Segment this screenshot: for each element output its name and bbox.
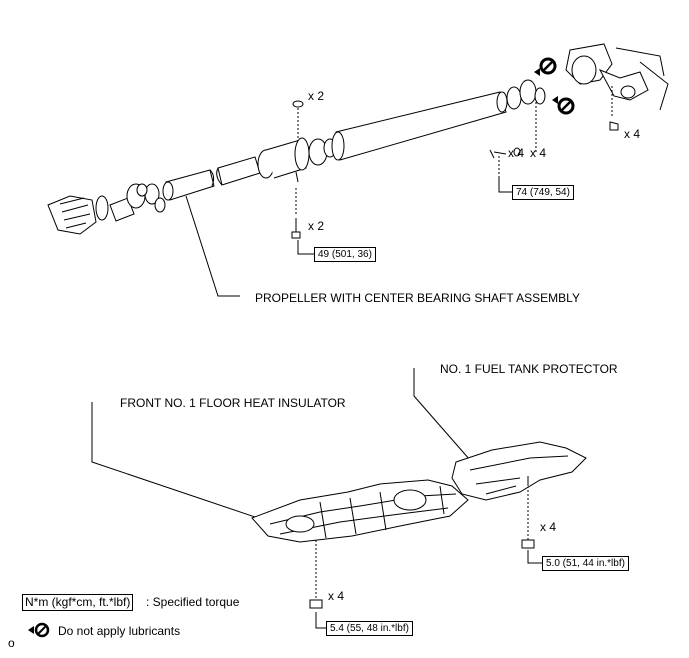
torque-protector: 5.0 (51, 44 in.*lbf) [542,556,629,571]
no-lubricant-icon [28,57,575,638]
differential-flange [565,43,669,111]
qty-nut-flange: x 4 [624,127,641,141]
torque-connector-rear [498,176,512,193]
torque-rear-flange: 74 (749, 54) [512,185,574,200]
fuel-tank-protector-shape [451,441,587,501]
torque-connector-protector [527,550,542,564]
fuel-tank-protector-label: NO. 1 FUEL TANK PROTECTOR [440,362,618,376]
insulator-leader [91,402,259,519]
rear-shaft-tube [331,91,508,161]
floor-heat-insulator-shape [251,479,469,543]
insulator-nut [309,599,323,609]
legend-torque-desc: : Specified torque [146,595,240,609]
center-bearing [257,137,337,183]
torque-insulator: 5.4 (55, 48 in.*lbf) [326,621,413,636]
fasteners [291,100,619,239]
bolt-leaders [295,86,613,600]
torque-center-bearing: 49 (501, 36) [314,247,376,262]
propeller-leader [185,195,240,297]
front-yoke [47,195,109,235]
qty-bolt-rear: x 4 [508,146,525,160]
legend-lubricant-desc: Do not apply lubricants [58,624,181,638]
propeller-shaft-label: PROPELLER WITH CENTER BEARING SHAFT ASSE… [255,291,580,305]
qty-bolt-center: x 2 [308,219,325,233]
qty-nut-insulator: x 4 [328,589,345,603]
protector-leader [413,368,471,461]
front-shaft-tube [162,156,261,201]
rear-universal-joint [506,79,546,110]
protector-nut [521,539,535,549]
qty-nut-protector: x 4 [540,520,557,534]
footer-mark: o [8,636,15,650]
qty-washer-top: x 2 [308,89,325,103]
front-universal-joint [109,183,166,222]
qty-washer-rear: x 4 [530,146,547,160]
torque-connector-center [297,240,314,255]
floor-heat-insulator-label: FRONT NO. 1 FLOOR HEAT INSULATOR [120,396,346,410]
torque-connector-insulator [315,612,326,629]
legend-torque-box: N*m (kgf*cm, ft.*lbf) [22,594,134,611]
